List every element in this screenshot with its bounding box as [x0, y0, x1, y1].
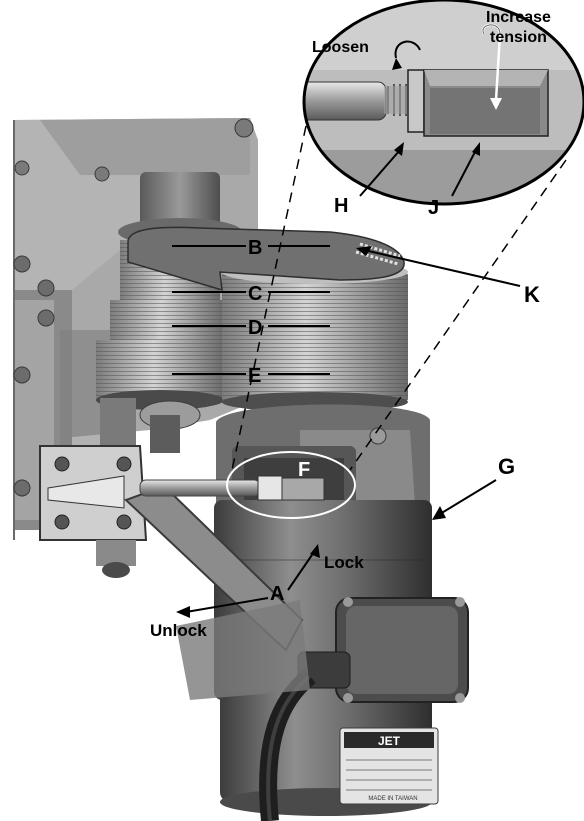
callout-a: A [270, 583, 284, 605]
callout-h: H [334, 195, 348, 217]
spindle-pulley [96, 172, 242, 453]
nameplate-origin: MADE IN TAIWAN [368, 796, 417, 802]
lock-lever-assembly [39, 445, 325, 700]
callout-d: D [248, 317, 262, 339]
callout-f: F [298, 459, 310, 481]
arrowheads [176, 142, 480, 618]
callout-k: K [524, 282, 540, 307]
projection-lines [231, 125, 567, 471]
callout-b: B [248, 237, 262, 259]
label-increase: Increase [486, 9, 551, 26]
callout-c: C [248, 283, 262, 305]
callout-e: E [248, 365, 261, 387]
f-highlight-ellipse [226, 451, 356, 519]
callout-j: J [428, 197, 439, 219]
callout-g: G [498, 454, 515, 479]
motor-nameplate: JET MADE IN TAIWAN [339, 727, 439, 805]
nameplate-brand: JET [378, 734, 401, 748]
label-loosen: Loosen [312, 39, 369, 56]
leader-lines [172, 149, 521, 613]
label-unlock: Unlock [150, 621, 207, 640]
label-lock: Lock [324, 553, 364, 572]
label-tension: tension [490, 29, 547, 46]
drive-belt [127, 226, 405, 292]
